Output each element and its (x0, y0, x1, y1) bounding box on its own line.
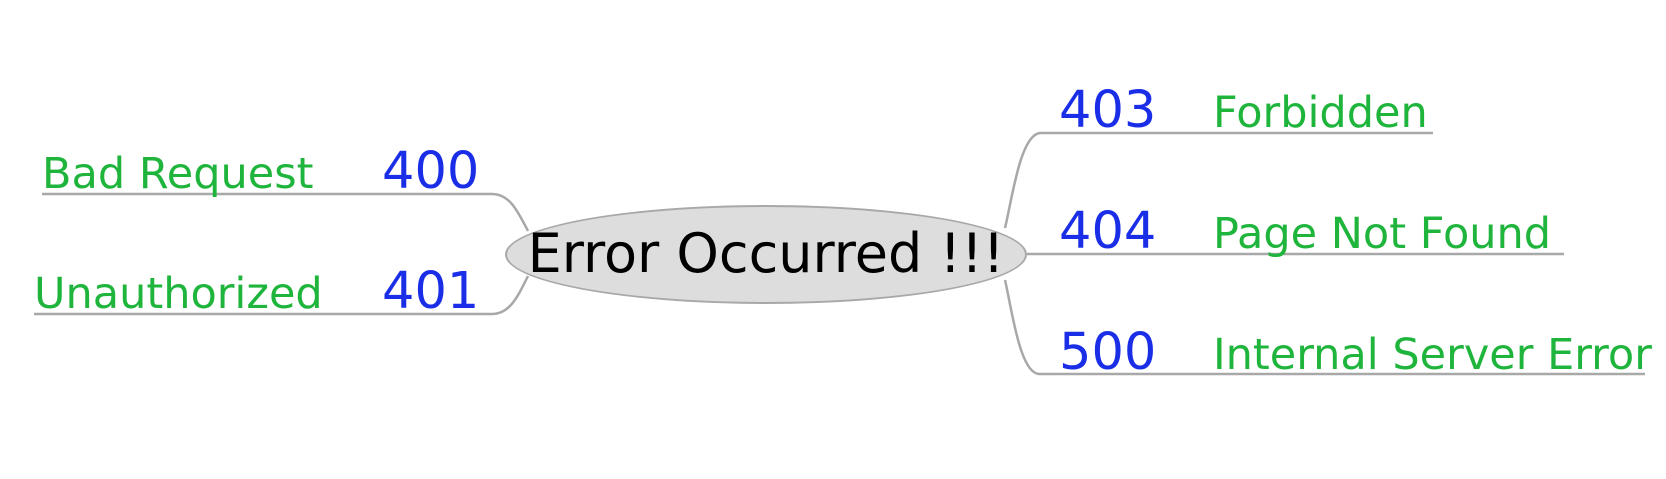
connector-401 (34, 275, 530, 316)
branch-code-403: 403 (1059, 81, 1157, 140)
branch-code-400: 400 (382, 142, 480, 201)
branch-label-500: Internal Server Error (1213, 330, 1652, 380)
branch-label-403: Forbidden (1213, 88, 1428, 138)
branch-label-404: Page Not Found (1213, 209, 1552, 259)
branch-code-401: 401 (382, 262, 480, 321)
connector-400 (42, 192, 530, 232)
branch-code-404: 404 (1059, 202, 1157, 261)
branch-label-401: Unauthorized (34, 269, 323, 319)
branch-label-400: Bad Request (42, 149, 314, 199)
center-node: Error Occurred !!! (505, 205, 1027, 304)
branch-code-500: 500 (1059, 323, 1157, 382)
connector-403 (1003, 131, 1433, 229)
connector-500 (1003, 279, 1645, 376)
center-node-label: Error Occurred !!! (527, 222, 1005, 285)
